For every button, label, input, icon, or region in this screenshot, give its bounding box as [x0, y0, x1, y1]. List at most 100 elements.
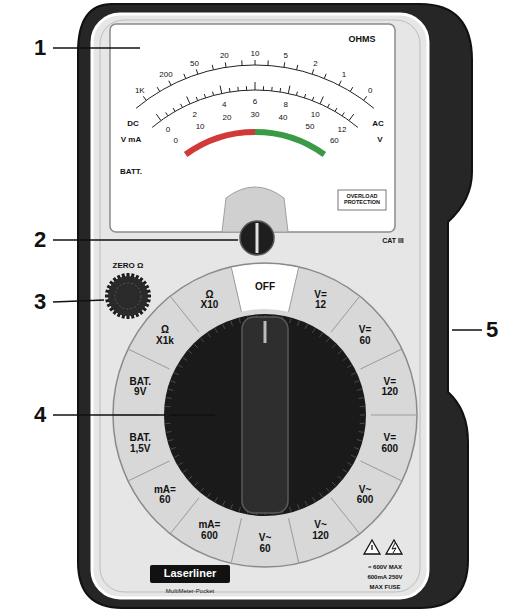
- range-label: BAT. 1,5V: [128, 433, 152, 454]
- scale-number: 4: [222, 101, 226, 109]
- range-label: Ω X10: [197, 289, 221, 310]
- knob-ridge: [208, 493, 211, 497]
- knob-ridge: [338, 476, 342, 479]
- knob-ridge: [174, 373, 179, 375]
- scale-number: 60: [330, 137, 339, 145]
- scale-tick: [229, 88, 231, 92]
- segment-divider: [231, 268, 241, 312]
- brand-plate: [150, 565, 230, 583]
- leader-line: [53, 239, 238, 241]
- scale-tick: [350, 87, 353, 91]
- scale-label: V: [377, 136, 382, 144]
- knob-ridge: [171, 381, 176, 383]
- scale-tick: [283, 62, 285, 67]
- battery-band-good: [255, 132, 324, 155]
- knob-ridge: [215, 328, 218, 332]
- knob-label: ZERO Ω: [113, 262, 144, 270]
- scale-number: 6: [253, 98, 257, 106]
- segment-divider: [129, 349, 170, 369]
- segment-divider: [331, 297, 359, 332]
- scale-tick: [271, 87, 272, 91]
- knob-ridge: [332, 344, 336, 348]
- brand-logo: Laserliner: [164, 568, 217, 580]
- protection-box: [338, 190, 386, 210]
- knob-ridge: [167, 431, 172, 433]
- scale-tick: [342, 112, 344, 115]
- scale-number: 10: [251, 50, 260, 58]
- scale-number: 200: [159, 71, 172, 79]
- knob-ridge: [208, 333, 211, 337]
- model-name: MultiMeter-Pocket: [166, 588, 214, 594]
- scale-tick: [267, 60, 268, 65]
- knob-ridge: [167, 397, 172, 399]
- scale-label: V mA: [121, 136, 141, 144]
- knob-ridge: [297, 321, 299, 326]
- callout-number: 5: [486, 318, 498, 341]
- segment-divider: [331, 498, 359, 533]
- knob-ridge: [351, 373, 356, 375]
- knob-ridge: [360, 406, 365, 407]
- scale-tick: [196, 97, 197, 101]
- knob-ridge: [183, 358, 187, 361]
- scale-tick: [364, 96, 367, 100]
- callout-number: 4: [34, 403, 46, 426]
- rating-note: MAX FUSE: [369, 584, 400, 590]
- segment-divider: [231, 518, 241, 562]
- knob-ridge: [354, 447, 359, 449]
- scale-number: 40: [279, 114, 288, 122]
- leader-line: [452, 329, 482, 331]
- scale-tick: [204, 94, 205, 98]
- scale-tick: [280, 88, 282, 92]
- scale-tick: [196, 69, 198, 74]
- segment-divider: [129, 461, 170, 481]
- knob-ridge: [188, 476, 192, 479]
- knob-ridge: [313, 328, 316, 332]
- knob-ridge: [201, 488, 204, 492]
- knob-ridge: [223, 501, 225, 506]
- callout-number: 3: [34, 290, 46, 313]
- scale-tick: [166, 112, 168, 115]
- scale-tick: [324, 74, 326, 79]
- knob-ridge: [338, 351, 342, 354]
- knob-ridge: [360, 415, 365, 416]
- scale-tick: [255, 60, 256, 65]
- knob-ridge: [351, 455, 356, 457]
- scale-number: 1K: [135, 87, 145, 95]
- scale-tick: [220, 86, 222, 94]
- knob-ridge: [347, 365, 351, 368]
- knob-ridge: [319, 493, 322, 497]
- knob-ridge: [359, 397, 364, 399]
- scale-arc: [136, 65, 374, 108]
- scale-number: 10: [311, 111, 320, 119]
- scale-tick: [173, 108, 175, 111]
- shock-mark: [392, 543, 396, 553]
- scale-tick: [312, 69, 314, 74]
- segment-divider: [289, 268, 299, 312]
- scale-tick: [297, 65, 298, 70]
- leader-lines: [53, 48, 482, 415]
- scale-tick: [288, 86, 290, 94]
- scale-number: 12: [338, 126, 347, 134]
- knob-ridge: [239, 507, 240, 512]
- knob-ridge: [332, 482, 336, 486]
- segment-divider: [171, 498, 199, 533]
- scale-number: 1: [342, 71, 346, 79]
- scale-window: [110, 24, 395, 232]
- knob-ridge: [305, 501, 307, 506]
- zero-ohm-knob: [105, 273, 151, 319]
- knob-ridge: [168, 440, 173, 441]
- scale-tick: [143, 96, 146, 100]
- knob-ridge: [357, 389, 362, 390]
- callout-number: 1: [34, 36, 46, 59]
- knob-ridge: [313, 497, 316, 501]
- knob-ridge: [319, 333, 322, 337]
- scale-tick: [169, 81, 171, 85]
- warning-triangle: [386, 540, 402, 554]
- leader-line: [53, 300, 104, 302]
- scale-tick: [255, 82, 256, 90]
- knob-ridge: [305, 324, 307, 329]
- scale-tick: [349, 114, 354, 120]
- knob-ridge: [223, 324, 225, 329]
- scale-number: 0: [173, 137, 177, 145]
